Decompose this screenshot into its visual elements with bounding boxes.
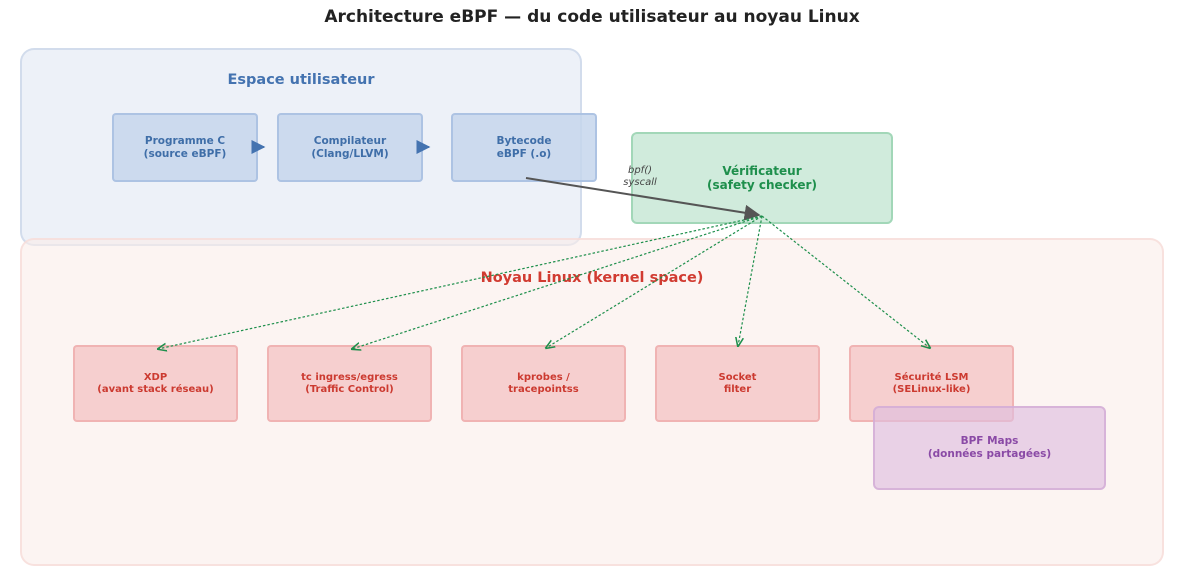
arrow-verifier-to-xdp [158,215,763,349]
arrow-bytecode-to-verifier [525,177,761,221]
hook-xdp-box: XDP (avant stack réseau) [73,345,238,422]
bytecode-box: Bytecode eBPF (.o) [451,113,597,182]
diagram-title: Architecture eBPF — du code utilisateur … [324,7,860,27]
compiler-box: Compilateur (Clang/LLVM) [277,113,423,182]
user-space-label: Espace utilisateur [227,72,375,88]
arrow-verifier-to-lsm [761,215,930,348]
hook-kprobes-box: kprobes / tracepointss [461,345,626,422]
arrow-verifier-to-socket [738,215,763,346]
source-program-box: Programme C (source eBPF) [112,113,258,182]
hook-tc-box: tc ingress/egress (Traffic Control) [267,345,432,422]
syscall-label: bpf() syscall [623,165,657,188]
arrow-verifier-to-kprobes [546,215,763,348]
arrow-verifier-to-tc [352,215,763,349]
hook-socket-filter-box: Socket filter [655,345,820,422]
verifier-box: Vérificateur (safety checker) [631,132,893,224]
kernel-space-label: Noyau Linux (kernel space) [480,270,704,286]
bpf-maps-box: BPF Maps (données partagées) [873,406,1106,490]
